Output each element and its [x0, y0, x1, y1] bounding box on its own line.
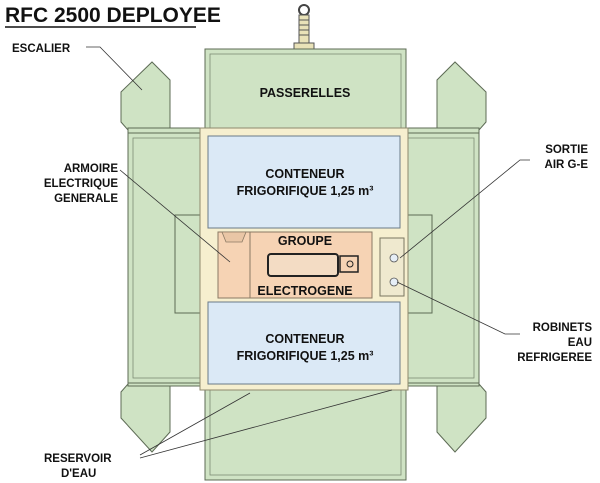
walkway-bottom: [204, 383, 407, 481]
robinets-line3: REFRIGEREE: [517, 352, 592, 364]
reservoir-line1: RESERVOIR: [44, 453, 112, 465]
leader-armoire: [119, 169, 231, 263]
diagram-title: RFC 2500 DEPLOYEE: [5, 4, 221, 27]
robinets-line2: EAU: [568, 337, 592, 349]
sortie-line1: SORTIE: [545, 144, 588, 156]
armoire-line1: ARMOIRE: [64, 163, 119, 175]
armoire-line3: GENERALE: [54, 193, 118, 205]
leader-sortie: [399, 159, 530, 259]
leader-reservoir-2: [139, 389, 393, 459]
generator-engine: [267, 253, 339, 277]
cabinet-top: [221, 231, 247, 243]
container-bottom-line1: CONTENEUR: [265, 332, 344, 346]
electrogene-label: ELECTROGENE: [257, 284, 352, 298]
stair-wings: [120, 61, 487, 453]
passerelles-label: PASSERELLES: [260, 86, 351, 100]
reservoir-line2: D'EAU: [61, 468, 96, 480]
groupe-label: GROUPE: [278, 234, 332, 248]
robinets-line1: ROBINETS: [533, 322, 593, 334]
cold-container-top: [207, 135, 401, 229]
container-top-line1: CONTENEUR: [265, 167, 344, 181]
leader-robinets: [396, 281, 520, 335]
taps-box: [379, 237, 405, 297]
stair-top-left: [120, 61, 171, 131]
air-outlet-icon: [389, 253, 399, 263]
escalier-label: ESCALIER: [12, 43, 71, 55]
leader-escalier: [86, 46, 143, 91]
electrical-cabinet: [217, 231, 251, 299]
stair-top-right: [436, 61, 487, 131]
generator-exhaust: [339, 255, 359, 273]
lifting-hook-icon: [293, 4, 315, 50]
sortie-line2: AIR G-E: [545, 159, 589, 171]
leader-lines: [86, 46, 530, 459]
armoire-line2: ELECTRIQUE: [44, 178, 118, 190]
leader-reservoir-1: [139, 392, 251, 456]
container-bottom-line2: FRIGORIFIQUE 1,25 m³: [237, 349, 374, 363]
water-tap-icon: [389, 277, 399, 287]
stair-bottom-right: [436, 383, 487, 453]
cold-container-bottom: [207, 301, 401, 385]
container-top-line2: FRIGORIFIQUE 1,25 m³: [237, 184, 374, 198]
